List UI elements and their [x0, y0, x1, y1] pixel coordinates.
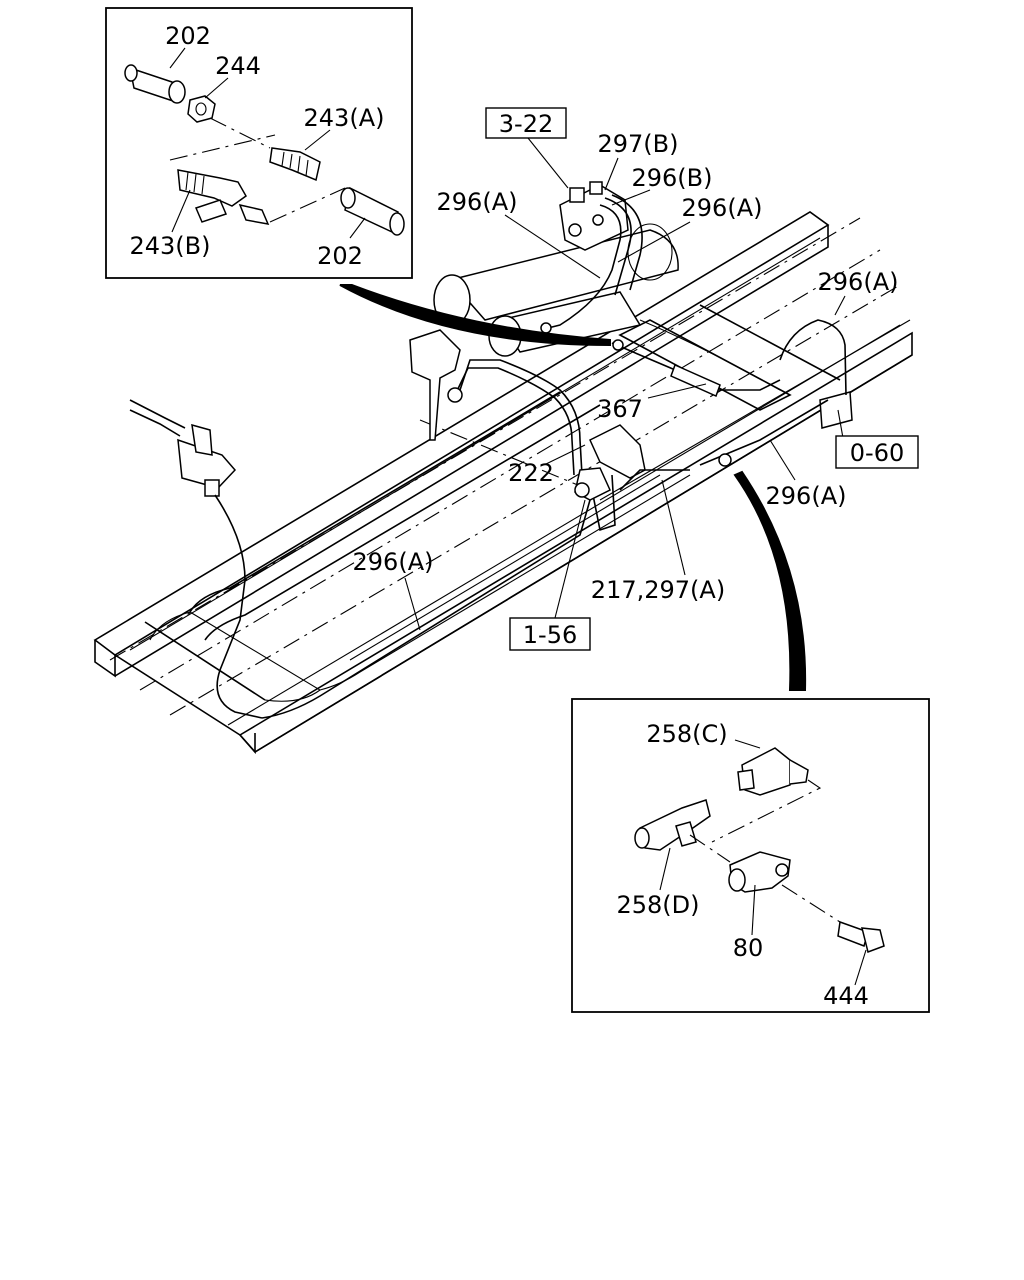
- ref-box-1-56: [509, 617, 591, 651]
- inset-top-pointer: [339, 284, 611, 347]
- valve-assembly: [540, 181, 643, 334]
- ref-label-1-56: 1-56: [523, 621, 577, 649]
- line-367: [611, 339, 781, 398]
- callout-222: 222: [508, 459, 554, 487]
- callout-258c: 258(C): [646, 720, 727, 748]
- ref-label-0-60: 0-60: [850, 439, 904, 467]
- callout-243b: 243(B): [130, 232, 211, 260]
- callout-80: 80: [733, 934, 764, 962]
- ref-label-3-22: 3-22: [499, 110, 553, 138]
- inset-bottom-pointer: [733, 470, 807, 691]
- callout-296a-bottom: 296(A): [353, 548, 434, 576]
- callout-297b: 297(B): [598, 130, 679, 158]
- callout-296b: 296(B): [632, 164, 713, 192]
- leader-lines: [169, 47, 867, 986]
- callout-202-upper: 202: [165, 22, 211, 50]
- callout-296a-lower-right: 296(A): [766, 482, 847, 510]
- callout-217-297a: 217,297(A): [591, 576, 725, 604]
- inset-top-frame: [105, 7, 413, 279]
- callout-243a: 243(A): [304, 104, 385, 132]
- callout-296a-right: 296(A): [818, 268, 899, 296]
- callout-244: 244: [215, 52, 261, 80]
- inset-top-parts: [124, 64, 405, 236]
- harness-connector: [129, 399, 591, 719]
- callout-258d: 258(D): [616, 891, 699, 919]
- callout-367: 367: [597, 395, 643, 423]
- inset-bottom-parts: [634, 747, 885, 953]
- callout-202-lower: 202: [317, 242, 363, 270]
- bracket-right: [619, 319, 853, 491]
- callout-296a-upper-right: 296(A): [682, 194, 763, 222]
- callout-444: 444: [823, 982, 869, 1010]
- callout-296a-left: 296(A): [437, 188, 518, 216]
- ref-box-3-22: [485, 107, 567, 139]
- ref-box-0-60: [835, 435, 919, 469]
- bracket-and-lines: [409, 329, 646, 501]
